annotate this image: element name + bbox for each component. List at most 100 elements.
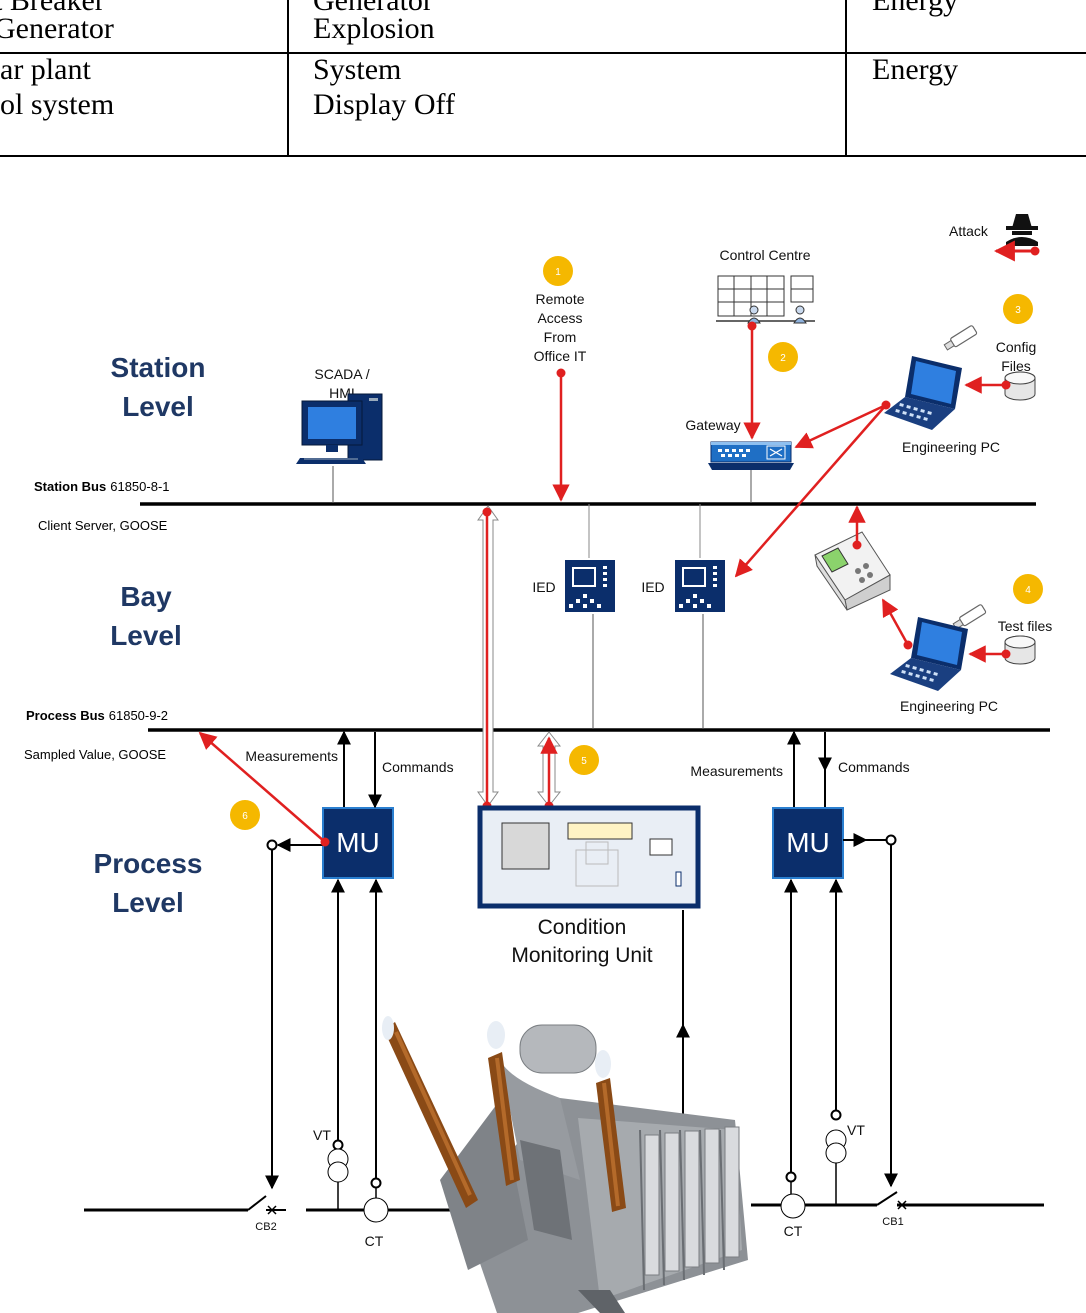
commands-label: Commands <box>382 759 454 775</box>
table-bottom-rule <box>0 155 1086 157</box>
ied-1: IED <box>532 504 615 729</box>
table-row-divider <box>0 52 1086 54</box>
table-column-divider <box>287 0 289 157</box>
ied-device-icon <box>565 560 615 612</box>
vt-label: VT <box>847 1122 865 1138</box>
attack-legend: Attack <box>949 214 1040 262</box>
config-files-label: Config <box>996 339 1036 355</box>
gateway-label: Gateway <box>685 417 740 433</box>
table-cell: Energy <box>872 0 959 17</box>
table-fragment: t Breaker Generator Generator Explosion … <box>0 0 1086 160</box>
measurements-label: Measurements <box>245 748 338 764</box>
cmu-station-bus-link <box>477 505 499 811</box>
table-cell: Generator <box>313 0 433 17</box>
badge-6: 6 <box>230 800 260 830</box>
workstation-icon <box>296 393 383 464</box>
video-wall-icon <box>716 275 815 324</box>
table-cell: ar plant <box>0 53 91 86</box>
scada-hmi: SCADA / HMI <box>296 366 383 503</box>
process-bus: Process Bus 61850-9-2 Sampled Value, GOOS… <box>24 708 1050 762</box>
cmu-label: Condition <box>538 916 627 939</box>
config-files-label: Files <box>1001 358 1031 374</box>
usb-stick-icon <box>952 604 987 630</box>
primary-line-left: CB2 VT CT <box>84 1127 474 1249</box>
test-set <box>814 505 891 611</box>
badge-5: 5 <box>569 745 599 775</box>
attack-path-control-centre-gateway <box>743 321 761 440</box>
commands-label: Commands <box>838 759 910 775</box>
cmu-label: Monitoring Unit <box>511 944 652 967</box>
control-centre-label: Control Centre <box>719 247 810 263</box>
ct-label: CT <box>784 1223 803 1239</box>
svg-text:1: 1 <box>555 267 561 278</box>
merging-unit-left: MU Measurements Commands <box>245 730 454 1190</box>
table-cell: ol system <box>0 88 115 121</box>
cmu-process-bus-link <box>536 731 562 811</box>
station-bus-protocol: Client Server, GOOSE <box>38 518 168 533</box>
mu-label: MU <box>786 827 830 858</box>
station-bus: Station Bus 61850-8-1 Client Server, GOOS… <box>34 479 1036 533</box>
attack-path-engineering-pc <box>734 376 1011 578</box>
table-cell: Energy <box>872 53 959 86</box>
svg-text:Remote: Remote <box>535 291 584 307</box>
usb-stick-icon <box>943 325 978 351</box>
remote-access-label: Remote Access From Office IT <box>534 291 587 364</box>
svg-text:From: From <box>544 329 577 345</box>
substation-architecture-diagram: Station Level Bay Level Process Level St… <box>0 160 1086 1313</box>
svg-text:5: 5 <box>581 756 587 767</box>
hacker-icon <box>1006 214 1038 246</box>
mu-label: MU <box>336 827 380 858</box>
attack-path-merging-unit <box>198 731 330 847</box>
badge-2: 2 <box>768 342 798 372</box>
svg-text:Bay: Bay <box>120 581 172 612</box>
power-transformer-image <box>382 1016 748 1313</box>
engineering-pc-label: Engineering PC <box>900 698 998 714</box>
badge-3: 3 <box>1003 294 1033 324</box>
svg-text:Access: Access <box>537 310 582 326</box>
condition-monitoring-unit: Condition Monitoring Unit <box>477 805 701 967</box>
process-bus-name: Process Bus <box>26 708 105 723</box>
cb1-label: CB1 <box>882 1216 903 1228</box>
badge-4: 4 <box>1013 574 1043 604</box>
svg-text:4: 4 <box>1025 585 1031 596</box>
laptop-icon <box>884 356 962 430</box>
measurements-label: Measurements <box>690 763 783 779</box>
oil-conservator <box>519 1024 597 1074</box>
process-bus-std: 61850-9-2 <box>109 708 168 723</box>
vt-label: VT <box>313 1127 331 1143</box>
station-level-title: Station Level <box>111 352 206 422</box>
process-bus-protocol: Sampled Value, GOOSE <box>24 747 166 762</box>
svg-text:Office IT: Office IT <box>534 348 587 364</box>
test-files-label: Test files <box>998 618 1052 634</box>
process-level-title: Process Level <box>94 848 203 918</box>
table-column-divider <box>845 0 847 157</box>
table-cell: Display Off <box>313 88 455 121</box>
ied-device-icon <box>675 560 725 612</box>
database-icon <box>1004 371 1036 401</box>
badge-1: 1 <box>543 256 573 286</box>
ied-label: IED <box>532 579 555 595</box>
table-cell: t Breaker <box>0 0 105 17</box>
table-cell: System <box>313 53 402 86</box>
cb2-label: CB2 <box>255 1221 276 1233</box>
ct-label: CT <box>365 1233 384 1249</box>
gateway-device-icon <box>708 441 794 470</box>
bay-level-title: Bay Level <box>110 581 182 651</box>
svg-text:Station: Station <box>111 352 206 383</box>
database-icon <box>1004 635 1036 665</box>
control-centre: Control Centre <box>716 247 815 324</box>
svg-text:SCADA /: SCADA / <box>314 366 369 382</box>
engineering-pc-top: Config Files Engineering P <box>884 325 1036 455</box>
table-cell: Generator <box>0 12 114 45</box>
svg-text:Level: Level <box>112 887 184 918</box>
laptop-icon <box>890 617 968 691</box>
svg-text:Process: Process <box>94 848 203 879</box>
station-bus-std: 61850-8-1 <box>110 479 169 494</box>
engineering-pc-label: Engineering PC <box>902 439 1000 455</box>
table-cell: Explosion <box>313 12 435 45</box>
station-bus-name: Station Bus <box>34 479 106 494</box>
attack-path-remote-access <box>552 368 570 502</box>
svg-text:Level: Level <box>122 391 194 422</box>
